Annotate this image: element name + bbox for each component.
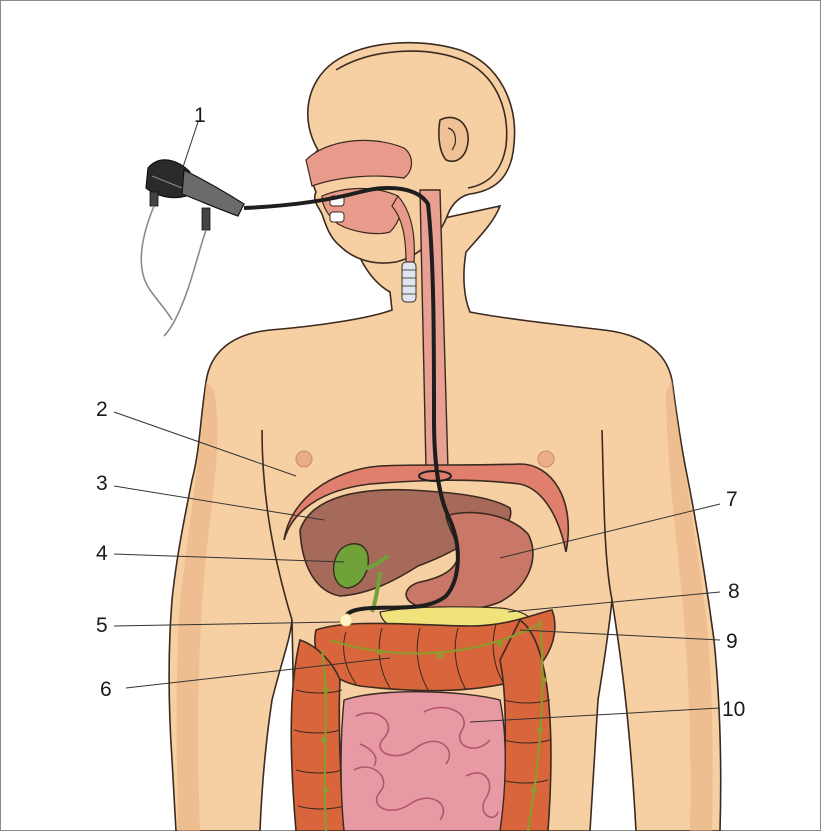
callout-9: 9 xyxy=(726,630,738,653)
callout-2: 2 xyxy=(96,398,108,421)
callout-1: 1 xyxy=(194,104,206,127)
small-intestine xyxy=(341,692,505,831)
endoscope-cable-a xyxy=(141,206,172,320)
right-nipple xyxy=(538,451,554,467)
callout-10: 10 xyxy=(722,698,745,721)
leader-1 xyxy=(180,122,198,176)
endoscope-handle xyxy=(146,160,244,230)
trachea xyxy=(402,262,416,302)
callout-8: 8 xyxy=(728,580,740,603)
callout-3: 3 xyxy=(96,472,108,495)
callout-7: 7 xyxy=(726,488,738,511)
endoscope-tip xyxy=(340,614,352,626)
left-nipple xyxy=(296,451,312,467)
callout-6: 6 xyxy=(100,678,112,701)
endoscope-cable-b xyxy=(164,230,206,336)
callout-4: 4 xyxy=(96,542,108,565)
lower-teeth xyxy=(330,212,344,222)
callout-5: 5 xyxy=(96,614,108,637)
ear xyxy=(439,117,468,161)
